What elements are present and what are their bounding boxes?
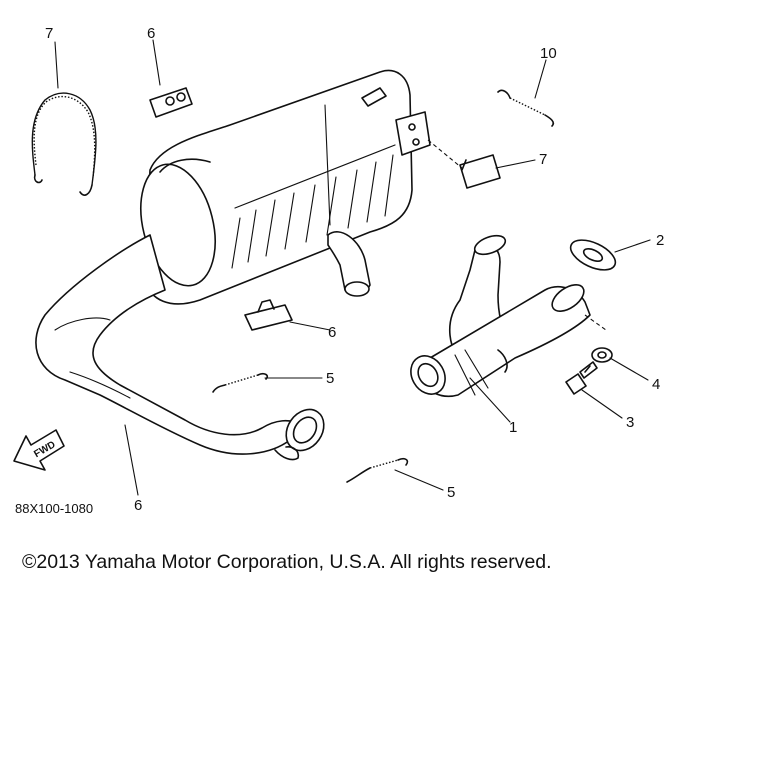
drawing-code: 88X100-1080 xyxy=(15,501,93,516)
long-spring-part-9 xyxy=(31,92,97,196)
alignment-line xyxy=(427,139,463,169)
spring-part-10 xyxy=(497,89,555,127)
label-2: 2 xyxy=(656,232,664,249)
bracket-part-8 xyxy=(459,154,501,189)
exhaust-parts-diagram: FWD 7 6 10 7 2 6 5 4 3 1 5 6 88X100-1080 xyxy=(13,25,664,516)
label-7b: 6 xyxy=(328,324,336,341)
label-7a: 6 xyxy=(147,25,155,42)
label-4: 4 xyxy=(652,376,660,393)
label-5a: 5 xyxy=(326,370,334,387)
label-1: 1 xyxy=(509,419,517,436)
spring-part-5-lower xyxy=(346,458,409,483)
exhaust-pipe-part-1 xyxy=(410,234,591,397)
fwd-arrow-icon: FWD xyxy=(13,429,65,471)
muffler-assembly-part-6 xyxy=(35,69,431,461)
label-6: 6 xyxy=(134,497,142,514)
label-9: 7 xyxy=(45,25,53,42)
label-5b: 5 xyxy=(447,484,455,501)
washer-part-4 xyxy=(591,347,613,363)
alignment-line xyxy=(584,314,607,331)
damper-part-7-bottom xyxy=(244,299,293,331)
damper-part-7-top xyxy=(149,87,193,118)
label-3: 3 xyxy=(626,414,634,431)
copyright-notice: ©2013 Yamaha Motor Corporation, U.S.A. A… xyxy=(22,551,552,573)
gasket-part-2 xyxy=(569,239,617,271)
leader-lines xyxy=(54,39,651,496)
spring-part-5-upper xyxy=(212,372,269,393)
bolt-part-3 xyxy=(565,361,598,395)
label-8: 7 xyxy=(539,151,547,168)
label-10: 10 xyxy=(540,45,557,62)
